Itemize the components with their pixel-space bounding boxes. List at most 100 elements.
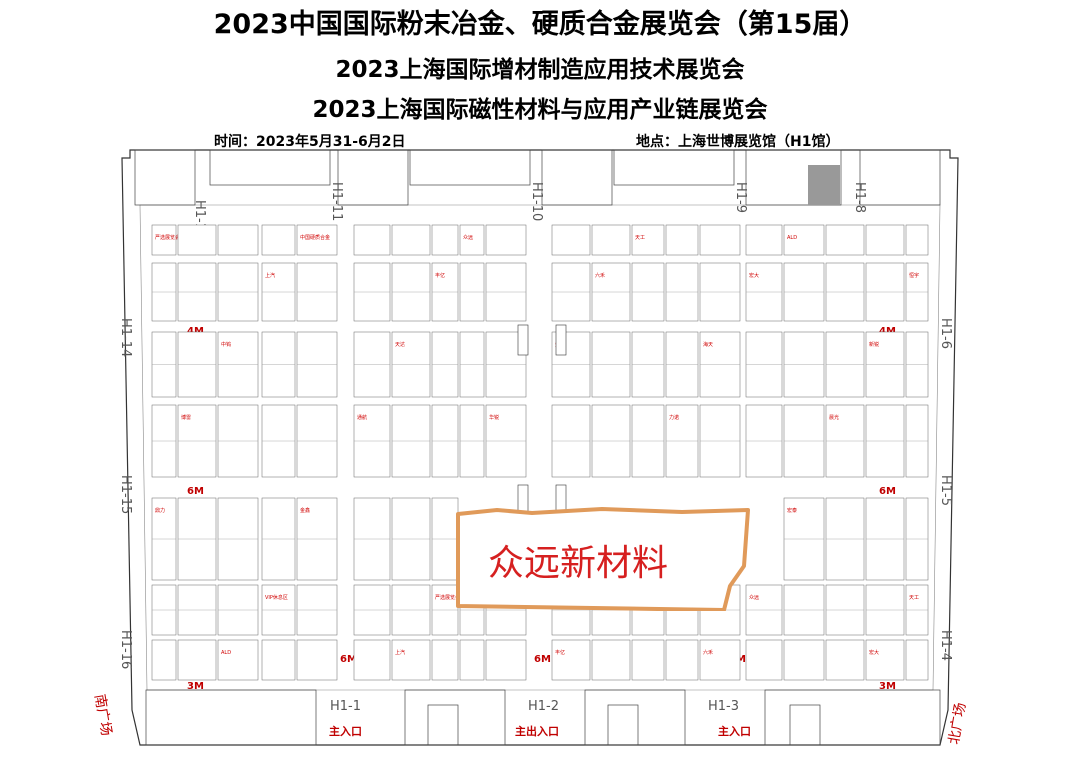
highlight-company-name: 众远新材料	[488, 543, 669, 584]
booth	[591, 224, 631, 256]
booth	[631, 639, 665, 681]
south-square: 南广场	[91, 693, 114, 737]
booth-exhibitor-name: 丰亿	[555, 649, 565, 656]
booth-exhibitor-name: 天工	[635, 235, 645, 241]
booth	[177, 224, 217, 256]
booth	[699, 224, 741, 256]
booth	[631, 224, 665, 256]
booth-exhibitor-name: ALD	[787, 235, 797, 241]
entrance-3: 主入口	[718, 724, 751, 738]
gate-top-5: H1-8	[852, 182, 867, 213]
gate-right-2: H1-5	[938, 475, 953, 506]
booth	[391, 639, 431, 681]
booth	[151, 224, 177, 256]
booth-exhibitor-name: 中国硬质合金	[300, 234, 330, 241]
booth-exhibitor-name: 力诺	[669, 414, 679, 421]
title-line-2: 2023上海国际增材制造应用技术展览会	[335, 57, 745, 83]
gate-right-3: H1-4	[938, 630, 953, 661]
booth	[783, 224, 825, 256]
booth	[459, 224, 485, 256]
booth	[551, 224, 591, 256]
aisle-left-3: 3M	[187, 681, 204, 692]
booth	[485, 224, 527, 256]
booth	[825, 639, 865, 681]
booth	[217, 639, 259, 681]
aisle-left-2: 6M	[187, 486, 204, 497]
booth-exhibitor-name: 天达	[395, 341, 405, 348]
booth	[391, 224, 431, 256]
gate-left-3: H1-16	[118, 630, 133, 669]
title-line-3: 2023上海国际磁性材料与应用产业链展览会	[312, 97, 768, 123]
booth	[665, 639, 699, 681]
aisle-left-1: 4M	[187, 326, 204, 337]
gate-bottom-2: H1-2	[528, 699, 559, 714]
booth-exhibitor-name: 严选展览会	[155, 234, 180, 241]
booth-exhibitor-name: 六禾	[595, 272, 605, 279]
booth-exhibitor-name: 金鑫	[300, 507, 310, 514]
booth	[745, 224, 783, 256]
booth	[353, 224, 391, 256]
booth-grid: 严选展览会中国硬质合金众远天工ALD上汽丰亿六禾宏大恒宇中钨天达金鹭海天新锐博雷…	[151, 224, 929, 681]
aisle-right-2: 6M	[879, 486, 896, 497]
hall-outline	[121, 149, 959, 746]
booth	[431, 224, 459, 256]
entrance-1: 主入口	[329, 724, 362, 738]
booth	[905, 224, 929, 256]
booth-exhibitor-name: 海天	[703, 341, 713, 348]
gate-right-1: H1-6	[938, 318, 953, 349]
booth	[261, 639, 296, 681]
booth	[485, 639, 527, 681]
booth	[296, 224, 338, 256]
booth	[665, 224, 699, 256]
entrance-2: 主出入口	[515, 724, 559, 738]
booth-exhibitor-name: 丰亿	[435, 272, 445, 279]
booth-exhibitor-name: 众远	[463, 234, 473, 241]
gate-top-3: H1-10	[529, 182, 544, 221]
bottom-structures	[145, 689, 941, 746]
north-square: 北广场	[946, 702, 969, 746]
aisle-right-3: 3M	[879, 681, 896, 692]
aisle-right-1: 4M	[879, 326, 896, 337]
booth-exhibitor-name: 天工	[909, 595, 919, 601]
booth	[591, 639, 631, 681]
booth-exhibitor-name: 通航	[357, 414, 367, 421]
booth-exhibitor-name: 新锐	[869, 341, 879, 348]
exhibition-location: 地点：上海世博展览馆（H1馆）	[636, 134, 840, 150]
top-structures	[134, 149, 941, 206]
grey-block	[808, 165, 840, 205]
gate-left-2: H1-15	[118, 475, 133, 514]
booth-exhibitor-name: 六禾	[703, 649, 713, 656]
booth-exhibitor-name: 宏大	[749, 272, 759, 279]
booth-exhibitor-name: 中钨	[221, 341, 231, 348]
booth	[865, 224, 905, 256]
booth-exhibitor-name: 华锐	[489, 414, 499, 421]
booth	[905, 639, 929, 681]
booth	[353, 639, 391, 681]
booth-exhibitor-name: 宏大	[869, 649, 879, 656]
booth-exhibitor-name: 众远	[749, 594, 759, 601]
booth	[151, 639, 177, 681]
booth	[699, 639, 741, 681]
exhibition-time: 时间：2023年5月31-6月2日	[214, 134, 406, 150]
gate-left-1: H1-14	[118, 318, 133, 357]
booth-exhibitor-name: 晨光	[829, 414, 839, 421]
booth	[783, 639, 825, 681]
booth-exhibitor-name: 博雷	[181, 414, 191, 421]
booth-exhibitor-name: VIP休息区	[265, 594, 288, 601]
gate-top-4: H1-9	[733, 182, 748, 213]
booth-exhibitor-name: 恒宇	[909, 272, 919, 279]
aisle-bottom-1: 6M	[340, 654, 357, 665]
booth-exhibitor-name: 上汽	[265, 272, 275, 279]
booth	[177, 639, 217, 681]
booth	[745, 639, 783, 681]
booth-exhibitor-name: 上汽	[395, 649, 405, 656]
aisle-bottom-2: 6M	[534, 654, 551, 665]
gate-bottom-1: H1-1	[330, 699, 361, 714]
booth	[296, 639, 338, 681]
gate-bottom-3: H1-3	[708, 699, 739, 714]
booth-exhibitor-name: ALD	[221, 650, 231, 656]
booth	[551, 639, 591, 681]
booth	[431, 639, 459, 681]
booth	[217, 224, 259, 256]
